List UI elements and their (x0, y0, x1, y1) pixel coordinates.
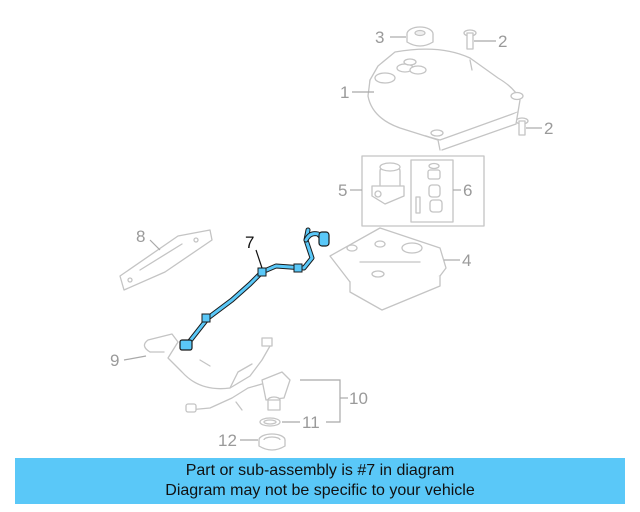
callout-2-top: 2 (498, 32, 507, 51)
part-2-bolt-top (463, 29, 477, 50)
leader-lines (123, 36, 542, 441)
part-7-hose[interactable] (179, 227, 330, 351)
part-2-bolt-right (515, 117, 529, 136)
info-banner: Part or sub-assembly is #7 in diagram Di… (15, 458, 625, 504)
part-5-6-box (361, 155, 485, 227)
part-12-clip (258, 433, 286, 451)
hose-end-fitting (318, 231, 330, 247)
callout-5: 5 (338, 181, 347, 200)
part-10-sensor (185, 371, 291, 413)
hose-clip (257, 267, 267, 277)
part-9-harness (143, 333, 273, 390)
callout-12: 12 (218, 431, 237, 450)
part-4-bracket (329, 227, 447, 311)
part-8-shield (119, 229, 213, 291)
callout-11: 11 (302, 413, 320, 432)
callouts: 3 2 1 2 5 6 4 8 7 9 10 11 12 (110, 28, 553, 450)
part-1-reservoir (367, 48, 524, 151)
hose-end-fitting-lower (179, 339, 193, 351)
callout-9: 9 (110, 351, 119, 370)
callout-8: 8 (136, 227, 145, 246)
hose-clip (293, 263, 303, 273)
hose-clip (201, 313, 211, 323)
callout-1: 1 (340, 83, 349, 102)
part-3-grommet (406, 26, 434, 47)
callout-2-right: 2 (544, 119, 553, 138)
parts-diagram: 3 2 1 2 5 6 4 8 7 9 10 11 12 (110, 26, 553, 451)
part-11-oring (259, 417, 281, 427)
callout-3: 3 (375, 28, 384, 47)
banner-line-2: Diagram may not be specific to your vehi… (165, 482, 475, 499)
callout-6: 6 (463, 181, 472, 200)
banner-line-1: Part or sub-assembly is #7 in diagram (185, 462, 455, 479)
callout-7: 7 (245, 233, 254, 252)
callout-10: 10 (349, 389, 368, 408)
callout-4: 4 (462, 251, 471, 270)
